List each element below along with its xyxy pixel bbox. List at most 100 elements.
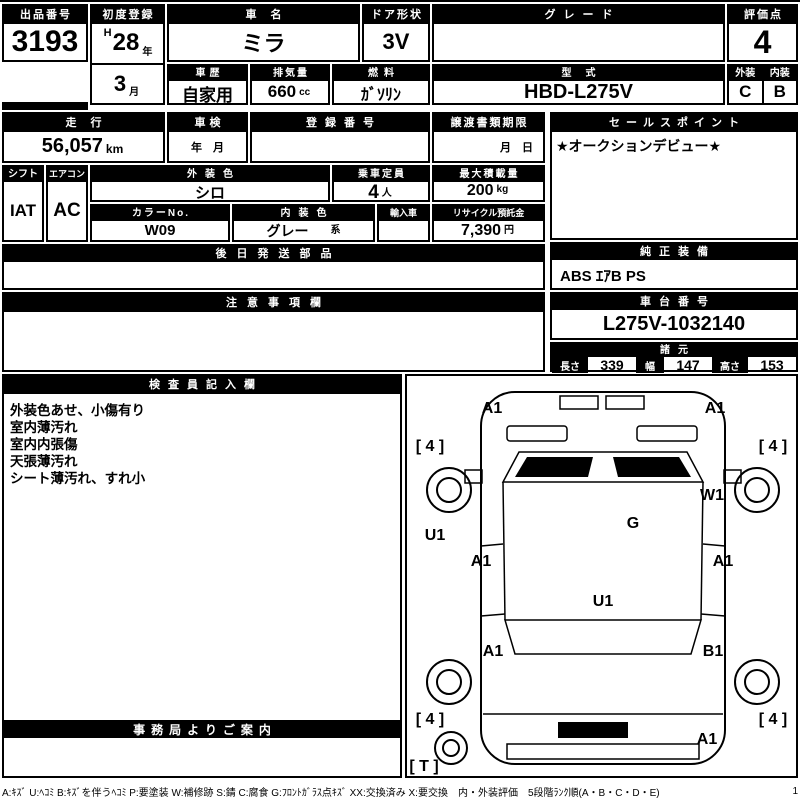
damage-marker-door-right: A1 [712, 553, 734, 570]
capacity-label: 乗車定員 [334, 167, 428, 182]
import-car-value [379, 221, 428, 240]
door-shape-label: ドア形状 [364, 6, 428, 24]
shift-value: IAT [9, 201, 37, 220]
headlight-right [636, 425, 698, 442]
displacement-unit: cc [299, 87, 311, 98]
exterior-grade-value: C [739, 82, 752, 101]
windshield-glass-right [613, 457, 691, 477]
damage-marker-roof: U1 [592, 593, 614, 610]
recycle-deposit-box: リサイクル預託金 7,390 円 [432, 204, 545, 242]
inspector-label: 検査員記入欄 [4, 376, 400, 394]
color-no-label: カラーNo. [92, 206, 228, 221]
displacement-value-wrap: 660 cc [252, 81, 328, 103]
capacity-value-wrap: 4 人 [334, 182, 428, 204]
door-shape-box: ドア形状 3V [362, 4, 430, 62]
capacity-unit: 人 [381, 188, 392, 199]
interior-color-box: 内装色 グレー 系 [232, 204, 375, 242]
interior-color-suffix: 系 [330, 225, 341, 236]
legend: A:ｷｽﾞ U:ﾍｺﾐ B:ｷｽﾞを伴うﾍｺﾐ P:要塗装 W:補修跡 S:錆 … [2, 784, 798, 799]
caution-box: 注意事項欄 [2, 292, 545, 372]
chassis-no-box: 車台番号 L275V-1032140 [550, 292, 798, 340]
height-value: 153 [760, 357, 784, 373]
grade-value [434, 24, 723, 60]
specs-label: 諸元 [552, 344, 796, 357]
inspection-box: 車検 年 月 [167, 112, 248, 163]
inspector-notes: 外装色あせ、小傷有り室内薄汚れ室内内張傷天張薄汚れシート薄汚れ、すれ小 [4, 394, 400, 776]
fuel-label: 燃料 [334, 66, 428, 81]
wheel-rear-right [734, 659, 780, 705]
recycle-deposit-unit: 円 [504, 225, 515, 236]
model-code-box: 型式 HBD-L275V [432, 64, 725, 105]
month-unit: 月 [129, 87, 140, 98]
chassis-no-label: 車台番号 [552, 294, 796, 310]
front-plate-left [559, 395, 599, 410]
grade-box: グレード [432, 4, 725, 62]
sales-point-box: セールスポイント ★オークションデビュー★ [550, 112, 798, 240]
inspector-note-line: 室内薄汚れ [10, 420, 78, 435]
legend-text: A:ｷｽﾞ U:ﾍｺﾐ B:ｷｽﾞを伴うﾍｺﾐ P:要塗装 W:補修跡 S:錆 … [2, 787, 660, 799]
displacement-label: 排気量 [252, 66, 328, 81]
damage-marker-spare-tire: [ T ] [409, 758, 439, 775]
displacement-value: 660 [267, 82, 297, 101]
length-value: 339 [600, 357, 624, 373]
damage-marker-tire-rear-right: [ 4 ] [758, 711, 788, 728]
chassis-no-value: L275V-1032140 [602, 312, 746, 335]
exterior-grade-cell: 外装 C [729, 66, 762, 103]
inspection-value: 年 月 [191, 141, 224, 154]
mileage-box: 走行 56,057 km [2, 112, 165, 163]
color-no-value: W09 [144, 222, 176, 239]
year-unit: 年 [142, 46, 153, 58]
auction-no-box: 出品番号 3193 [2, 4, 88, 62]
inspector-note-line: シート薄汚れ、すれ小 [10, 471, 146, 486]
inspector-box: 検査員記入欄 外装色あせ、小傷有り室内薄汚れ室内内張傷天張薄汚れシート薄汚れ、す… [2, 374, 402, 778]
mileage-label: 走行 [4, 114, 163, 132]
mileage-value: 56,057 [41, 135, 103, 157]
registration-no-box: 登録番号 [250, 112, 430, 163]
import-car-label: 輸入車 [379, 206, 428, 221]
damage-marker-windshield: G [626, 515, 640, 532]
registration-no-value [252, 132, 428, 161]
max-load-label: 最大積載量 [434, 167, 543, 182]
exterior-grade-label: 外装 [729, 66, 762, 81]
aircon-box: エアコン AC [46, 165, 88, 242]
height-label: 高さ [712, 357, 748, 373]
transfer-deadline-value: 月 日 [500, 141, 533, 154]
max-load-box: 最大積載量 200 kg [432, 165, 545, 202]
model-code-value: HBD-L275V [524, 81, 633, 103]
capacity-value: 4 [368, 182, 379, 203]
damage-marker-rear-bumper: A1 [696, 731, 718, 748]
fuel-value: ｶﾞｿﾘﾝ [360, 87, 401, 104]
grade-label: グレード [434, 6, 723, 24]
fuel-box: 燃料 ｶﾞｿﾘﾝ [332, 64, 430, 105]
damage-marker-quarter-rear-right: B1 [702, 643, 724, 660]
inspector-note-line: 外装色あせ、小傷有り [10, 403, 145, 418]
spare-tire-circle [434, 731, 468, 765]
score-box: 評価点 4 [727, 4, 798, 62]
recycle-deposit-value-wrap: 7,390 円 [434, 221, 543, 241]
sheet-top-edge [0, 0, 800, 2]
car-history-value: 自家用 [182, 86, 233, 105]
aircon-label: エアコン [48, 167, 86, 182]
windshield-glass-left [515, 457, 593, 477]
damage-marker-front-panel-left: A1 [481, 400, 503, 417]
equipment-label: 純正装備 [552, 244, 796, 260]
model-code-label: 型式 [434, 66, 723, 81]
first-registration-label: 初度登録 [92, 6, 163, 24]
damage-marker-door-left: A1 [470, 553, 492, 570]
later-parts-value [4, 262, 543, 288]
damage-marker-front-panel-right: A1 [704, 400, 726, 417]
max-load-value-wrap: 200 kg [434, 182, 543, 200]
damage-marker-fender-front-right: W1 [700, 487, 724, 504]
interior-color-label: 内装色 [234, 206, 373, 221]
registration-no-label: 登録番号 [252, 114, 428, 132]
displacement-box: 排気量 660 cc [250, 64, 330, 105]
color-no-box: カラーNo. W09 [90, 204, 230, 242]
max-load-unit: kg [496, 184, 509, 195]
rear-bumper-strip [506, 743, 700, 760]
exterior-color-box: 外装色 シロ [90, 165, 330, 202]
damage-marker-tire-rear-left: [ 4 ] [415, 711, 445, 728]
mirror-left [464, 469, 483, 484]
later-parts-box: 後日発送部品 [2, 244, 545, 290]
mileage-value-wrap: 56,057 km [4, 132, 163, 161]
